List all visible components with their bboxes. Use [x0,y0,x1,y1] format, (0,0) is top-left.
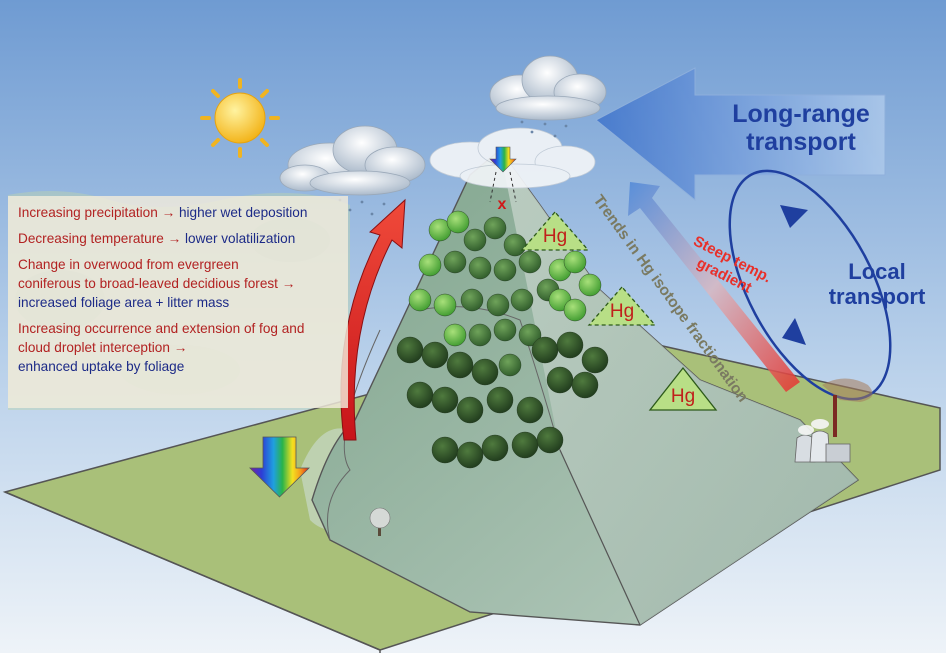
tree-icon [536,426,564,454]
rainbow-gradient-arrow-icon [489,146,517,173]
tree-icon [446,351,474,379]
tree-icon [493,258,517,282]
tree-icon [546,366,574,394]
local-transport-label: Local transport [812,259,942,309]
tree-icon [503,233,527,257]
tree-icon [369,507,391,536]
tree-icon [493,318,517,342]
tree-icon [431,436,459,464]
tree-icon [556,331,584,359]
tree-icon [431,386,459,414]
tree-icon [498,353,522,377]
tree-icon [418,253,442,277]
explanation-panel: Increasing precipitation → higher wet de… [8,196,348,408]
sun-icon [200,78,280,158]
panel-line-2: Decreasing temperature → lower volatiliz… [18,231,296,246]
tree-icon [563,250,587,274]
long-range-line2: transport [746,128,856,156]
hg-label-top: Hg [542,226,568,247]
tree-icon [581,346,609,374]
tree-icon [578,273,602,297]
tree-icon [446,210,470,234]
tree-icon [433,293,457,317]
tree-icon [468,256,492,280]
panel-line-3: Change in overwood from evergreen [18,257,239,272]
summit-fog-cloud [429,127,596,189]
panel-line-5: increased foliage area + litter mass [18,295,230,310]
tree-icon [571,371,599,399]
tree-icon [408,288,432,312]
tree-icon [531,336,559,364]
tree-icon [396,336,424,364]
panel-line-1: Increasing precipitation → higher wet de… [18,205,308,220]
hg-label-bottom: Hg [670,386,696,407]
tree-icon [471,358,499,386]
rainbow-gradient-arrow-icon [249,436,310,498]
tree-icon [443,250,467,274]
long-range-line1: Long-range [732,100,870,128]
ground-lower-edge [4,491,381,653]
tree-icon [511,431,539,459]
cloud-icon [489,55,607,121]
tree-icon [516,396,544,424]
hg-triangle-top [520,211,590,251]
panel-line-4: coniferous to broad-leaved decidious for… [18,276,296,291]
tree-icon [563,298,587,322]
tree-icon [456,396,484,424]
panel-line-6: Increasing occurrence and extension of f… [18,321,305,336]
local-line1: Local [848,259,906,284]
tree-icon [456,441,484,469]
tree-icon [443,323,467,347]
hg-label-middle: Hg [609,301,635,322]
local-line2: transport [828,284,926,309]
tree-icon [483,216,507,240]
tree-icon [486,293,510,317]
tree-icon [481,434,509,462]
hg-triangle-bottom [648,366,718,411]
cloud-icon [279,125,426,196]
panel-line-8: enhanced uptake by foliage [18,359,185,374]
tree-icon [468,323,492,347]
tree-icon [463,228,487,252]
hg-triangle-middle [587,286,657,326]
steep-gradient-arrow [628,182,800,392]
long-range-transport-arrow [595,67,886,202]
tree-icon [518,323,542,347]
summit-mark: x [497,196,507,213]
tree-icon [486,386,514,414]
tree-icon [510,288,534,312]
forest-trees [396,210,609,469]
power-plant-icon [794,378,873,463]
long-range-transport-label: Long-range transport [706,100,896,156]
tree-icon [406,381,434,409]
tree-icon [460,288,484,312]
tree-icon [518,250,542,274]
panel-line-7: cloud droplet interception → [18,340,188,355]
summit-dashed-lines [489,171,517,203]
tree-icon [421,341,449,369]
